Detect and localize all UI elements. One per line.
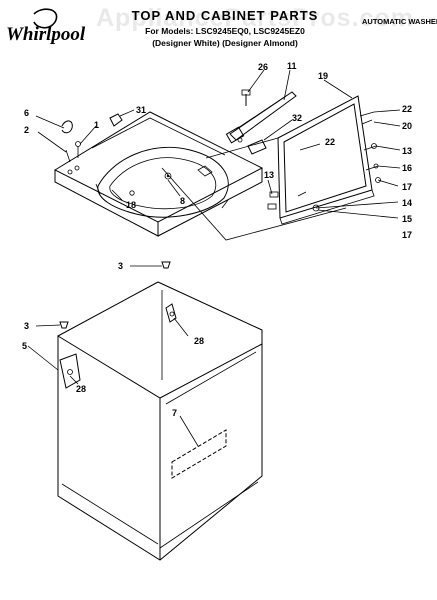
- product-type: AUTOMATIC WASHER: [362, 17, 437, 26]
- callout-2: 2: [24, 125, 29, 135]
- whirlpool-logo: Whirlpool: [6, 8, 86, 45]
- color-variants: (Designer White) (Designer Almond): [152, 38, 298, 48]
- callout-20: 20: [402, 121, 412, 131]
- screws: [59, 261, 171, 329]
- callout-13b: 13: [264, 170, 274, 180]
- callout-28: 28: [194, 336, 204, 346]
- callout-6: 6: [24, 108, 29, 118]
- callout-18: 18: [126, 200, 136, 210]
- callout-15: 15: [402, 214, 412, 224]
- callout-numbers: 26 11 19 22 6 31 1 2 32 22 20 13 16 18 8…: [22, 61, 412, 418]
- callout-7: 7: [172, 408, 177, 418]
- brand-name: Whirlpool: [6, 24, 86, 45]
- callout-leaders: [27, 69, 401, 447]
- callout-17: 17: [402, 182, 412, 192]
- callout-5: 5: [22, 341, 27, 351]
- callout-19: 19: [318, 71, 328, 81]
- callout-28b: 28: [76, 384, 86, 394]
- washer-lid: [267, 95, 381, 225]
- callout-22: 22: [402, 104, 412, 114]
- callout-13: 13: [402, 146, 412, 156]
- callout-3: 3: [118, 261, 123, 271]
- model-numbers: For Models: LSC9245EQ0, LSC9245EZ0: [145, 26, 305, 36]
- callout-8: 8: [180, 196, 185, 206]
- lid-switch-assembly: [225, 89, 297, 155]
- hinge-parts: [61, 113, 123, 163]
- diagram-title: TOP AND CABINET PARTS: [131, 8, 319, 23]
- callout-14: 14: [402, 198, 412, 208]
- callout-17b: 17: [402, 230, 412, 240]
- callout-3b: 3: [24, 321, 29, 331]
- callout-11: 11: [287, 61, 297, 71]
- watermark-text: AppliancePartsPros.com: [96, 4, 414, 32]
- washer-cabinet: [57, 281, 263, 561]
- callout-1: 1: [94, 120, 99, 130]
- callout-22b: 22: [325, 137, 335, 147]
- callout-26: 26: [258, 62, 268, 72]
- callout-32: 32: [292, 113, 302, 123]
- callout-31: 31: [136, 105, 146, 115]
- callout-16: 16: [402, 163, 412, 173]
- washer-top-panel: [53, 111, 264, 237]
